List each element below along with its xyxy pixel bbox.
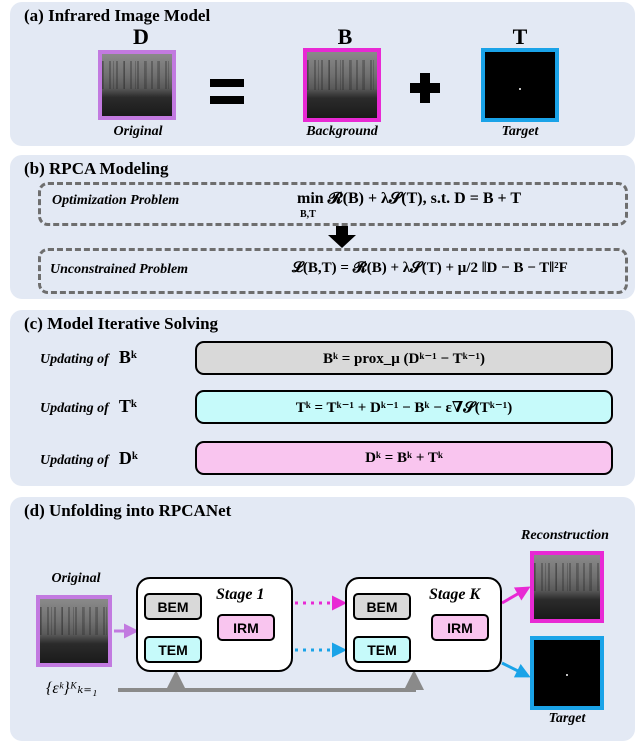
optimization-formula: min 𝓡(B) + λ𝓢(T), s.t. D = B + T [297, 190, 522, 207]
target-image [481, 48, 559, 122]
stage-1-bem: BEM [144, 593, 202, 620]
optimization-label: Optimization Problem [52, 193, 180, 208]
original-caption-d: Original [51, 571, 101, 586]
b-label: B [337, 24, 353, 49]
panel-d-title: (d) Unfolding into RPCANet [24, 501, 232, 520]
original-image-d [36, 595, 112, 667]
formula-b: Bᵏ = prox_μ (Dᵏ⁻¹ − Tᵏ⁻¹) [195, 341, 613, 375]
stage-k-irm: IRM [431, 614, 489, 641]
panel-b: (b) RPCA Modeling [10, 155, 635, 299]
target-caption-d: Target [548, 711, 586, 726]
unconstrained-formula: 𝓛(B,T) = 𝓡(B) + λ𝓢(T) + μ/2 ‖D − B − T‖²… [292, 260, 568, 276]
optimization-box [38, 182, 628, 226]
stage-k-name: Stage K [429, 586, 481, 603]
original-caption: Original [113, 124, 163, 139]
t-label: T [512, 24, 528, 49]
equals-sign [210, 79, 244, 104]
stage-1-name: Stage 1 [216, 586, 265, 603]
target-caption: Target [501, 124, 539, 139]
update-t-var: Tᵏ [118, 396, 137, 416]
target-image-d [530, 636, 604, 710]
panel-c-title: (c) Model Iterative Solving [24, 314, 219, 333]
original-image [98, 50, 176, 120]
update-b-var: Bᵏ [118, 347, 137, 367]
reconstruction-caption: Reconstruction [521, 528, 609, 543]
update-d-label: Updating of Dᵏ [40, 448, 138, 469]
update-t-label: Updating of Tᵏ [40, 396, 137, 417]
formula-d: Dᵏ = Bᵏ + Tᵏ [195, 441, 613, 475]
background-caption: Background [306, 124, 378, 139]
epsilon-label: {εᵏ}ᴷₖ₌₁ [46, 680, 98, 697]
unconstrained-label: Unconstrained Problem [50, 262, 189, 277]
stage-k-bem: BEM [353, 593, 411, 620]
update-b-label: Updating of Bᵏ [40, 347, 137, 368]
update-d-text: Updating of [40, 453, 109, 468]
optimization-subscript: B,T [300, 209, 316, 220]
stage-1-tem: TEM [144, 636, 202, 663]
update-b-text: Updating of [40, 352, 109, 367]
stage-1-irm: IRM [217, 614, 275, 641]
down-arrow-icon [328, 226, 356, 248]
stage-1: Stage 1 BEM IRM TEM [136, 577, 293, 672]
unconstrained-box [38, 248, 628, 294]
panel-a-title: (a) Infrared Image Model [24, 6, 211, 25]
stage-k-tem: TEM [353, 636, 411, 663]
plus-sign [410, 73, 440, 103]
update-t-text: Updating of [40, 401, 109, 416]
background-image [303, 48, 381, 122]
update-d-var: Dᵏ [118, 448, 138, 468]
panel-b-title: (b) RPCA Modeling [24, 159, 169, 178]
reconstruction-image [530, 551, 604, 623]
stage-k: Stage K BEM IRM TEM [345, 577, 502, 672]
formula-t: Tᵏ = Tᵏ⁻¹ + Dᵏ⁻¹ − Bᵏ − ε∇𝓢(Tᵏ⁻¹) [195, 390, 613, 424]
d-label: D [133, 24, 149, 49]
